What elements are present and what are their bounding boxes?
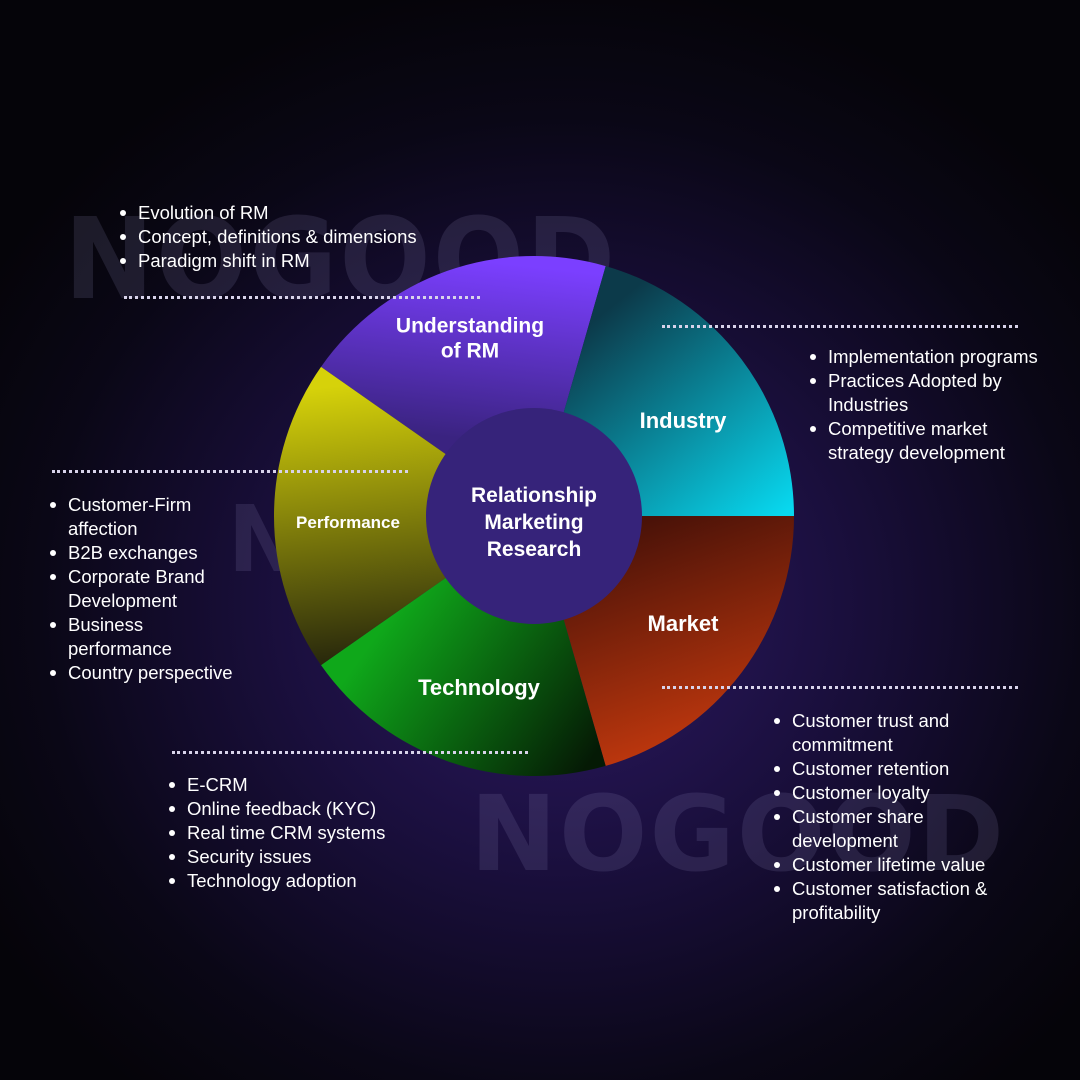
segment-label-market: Market [648,611,720,636]
connector-market [662,686,1018,689]
connector-performance [52,470,408,473]
list-item: Customer loyalty [772,781,1022,805]
list-item: E-CRM [167,773,447,797]
connector-industry [662,325,1018,328]
list-item: B2B exchanges [48,541,238,565]
segment-label-industry: Industry [640,408,728,433]
list-item: Implementation programs [808,345,1048,369]
watermark-logo-bottom: NOGOOD [470,773,1006,895]
list-item: Corporate Brand Development [48,565,238,613]
list-item: Customer lifetime value [772,853,1022,877]
list-item: Online feedback (KYC) [167,797,447,821]
list-industry: Implementation programs Practices Adopte… [808,345,1048,465]
list-item: Concept, definitions & dimensions [118,225,498,249]
list-item: Customer share development [772,805,1022,853]
segment-label-technology: Technology [418,675,541,700]
list-market: Customer trust and commitment Customer r… [772,709,1022,925]
center-circle [426,408,642,624]
list-item: Practices Adopted by Industries [808,369,1048,417]
list-technology: E-CRM Online feedback (KYC) Real time CR… [167,773,447,893]
list-item: Real time CRM systems [167,821,447,845]
segment-performance [274,366,464,666]
list-item: Customer satisfaction & profitability [772,877,1022,925]
list-item: Country perspective [48,661,238,685]
connector-understanding [124,296,480,299]
connector-technology [172,751,528,754]
list-item: Technology adoption [167,869,447,893]
list-understanding: Evolution of RM Concept, definitions & d… [118,201,498,273]
segment-label-performance: Performance [296,513,400,532]
list-item: Paradigm shift in RM [118,249,498,273]
list-item: Customer trust and commitment [772,709,1022,757]
list-item: Security issues [167,845,447,869]
list-item: Competitive market strategy development [808,417,1048,465]
list-item: Evolution of RM [118,201,498,225]
list-performance: Customer-Firm affection B2B exchanges Co… [48,493,238,685]
list-item: Customer-Firm affection [48,493,238,541]
list-item: Customer retention [772,757,1022,781]
list-item: Business performance [48,613,238,661]
